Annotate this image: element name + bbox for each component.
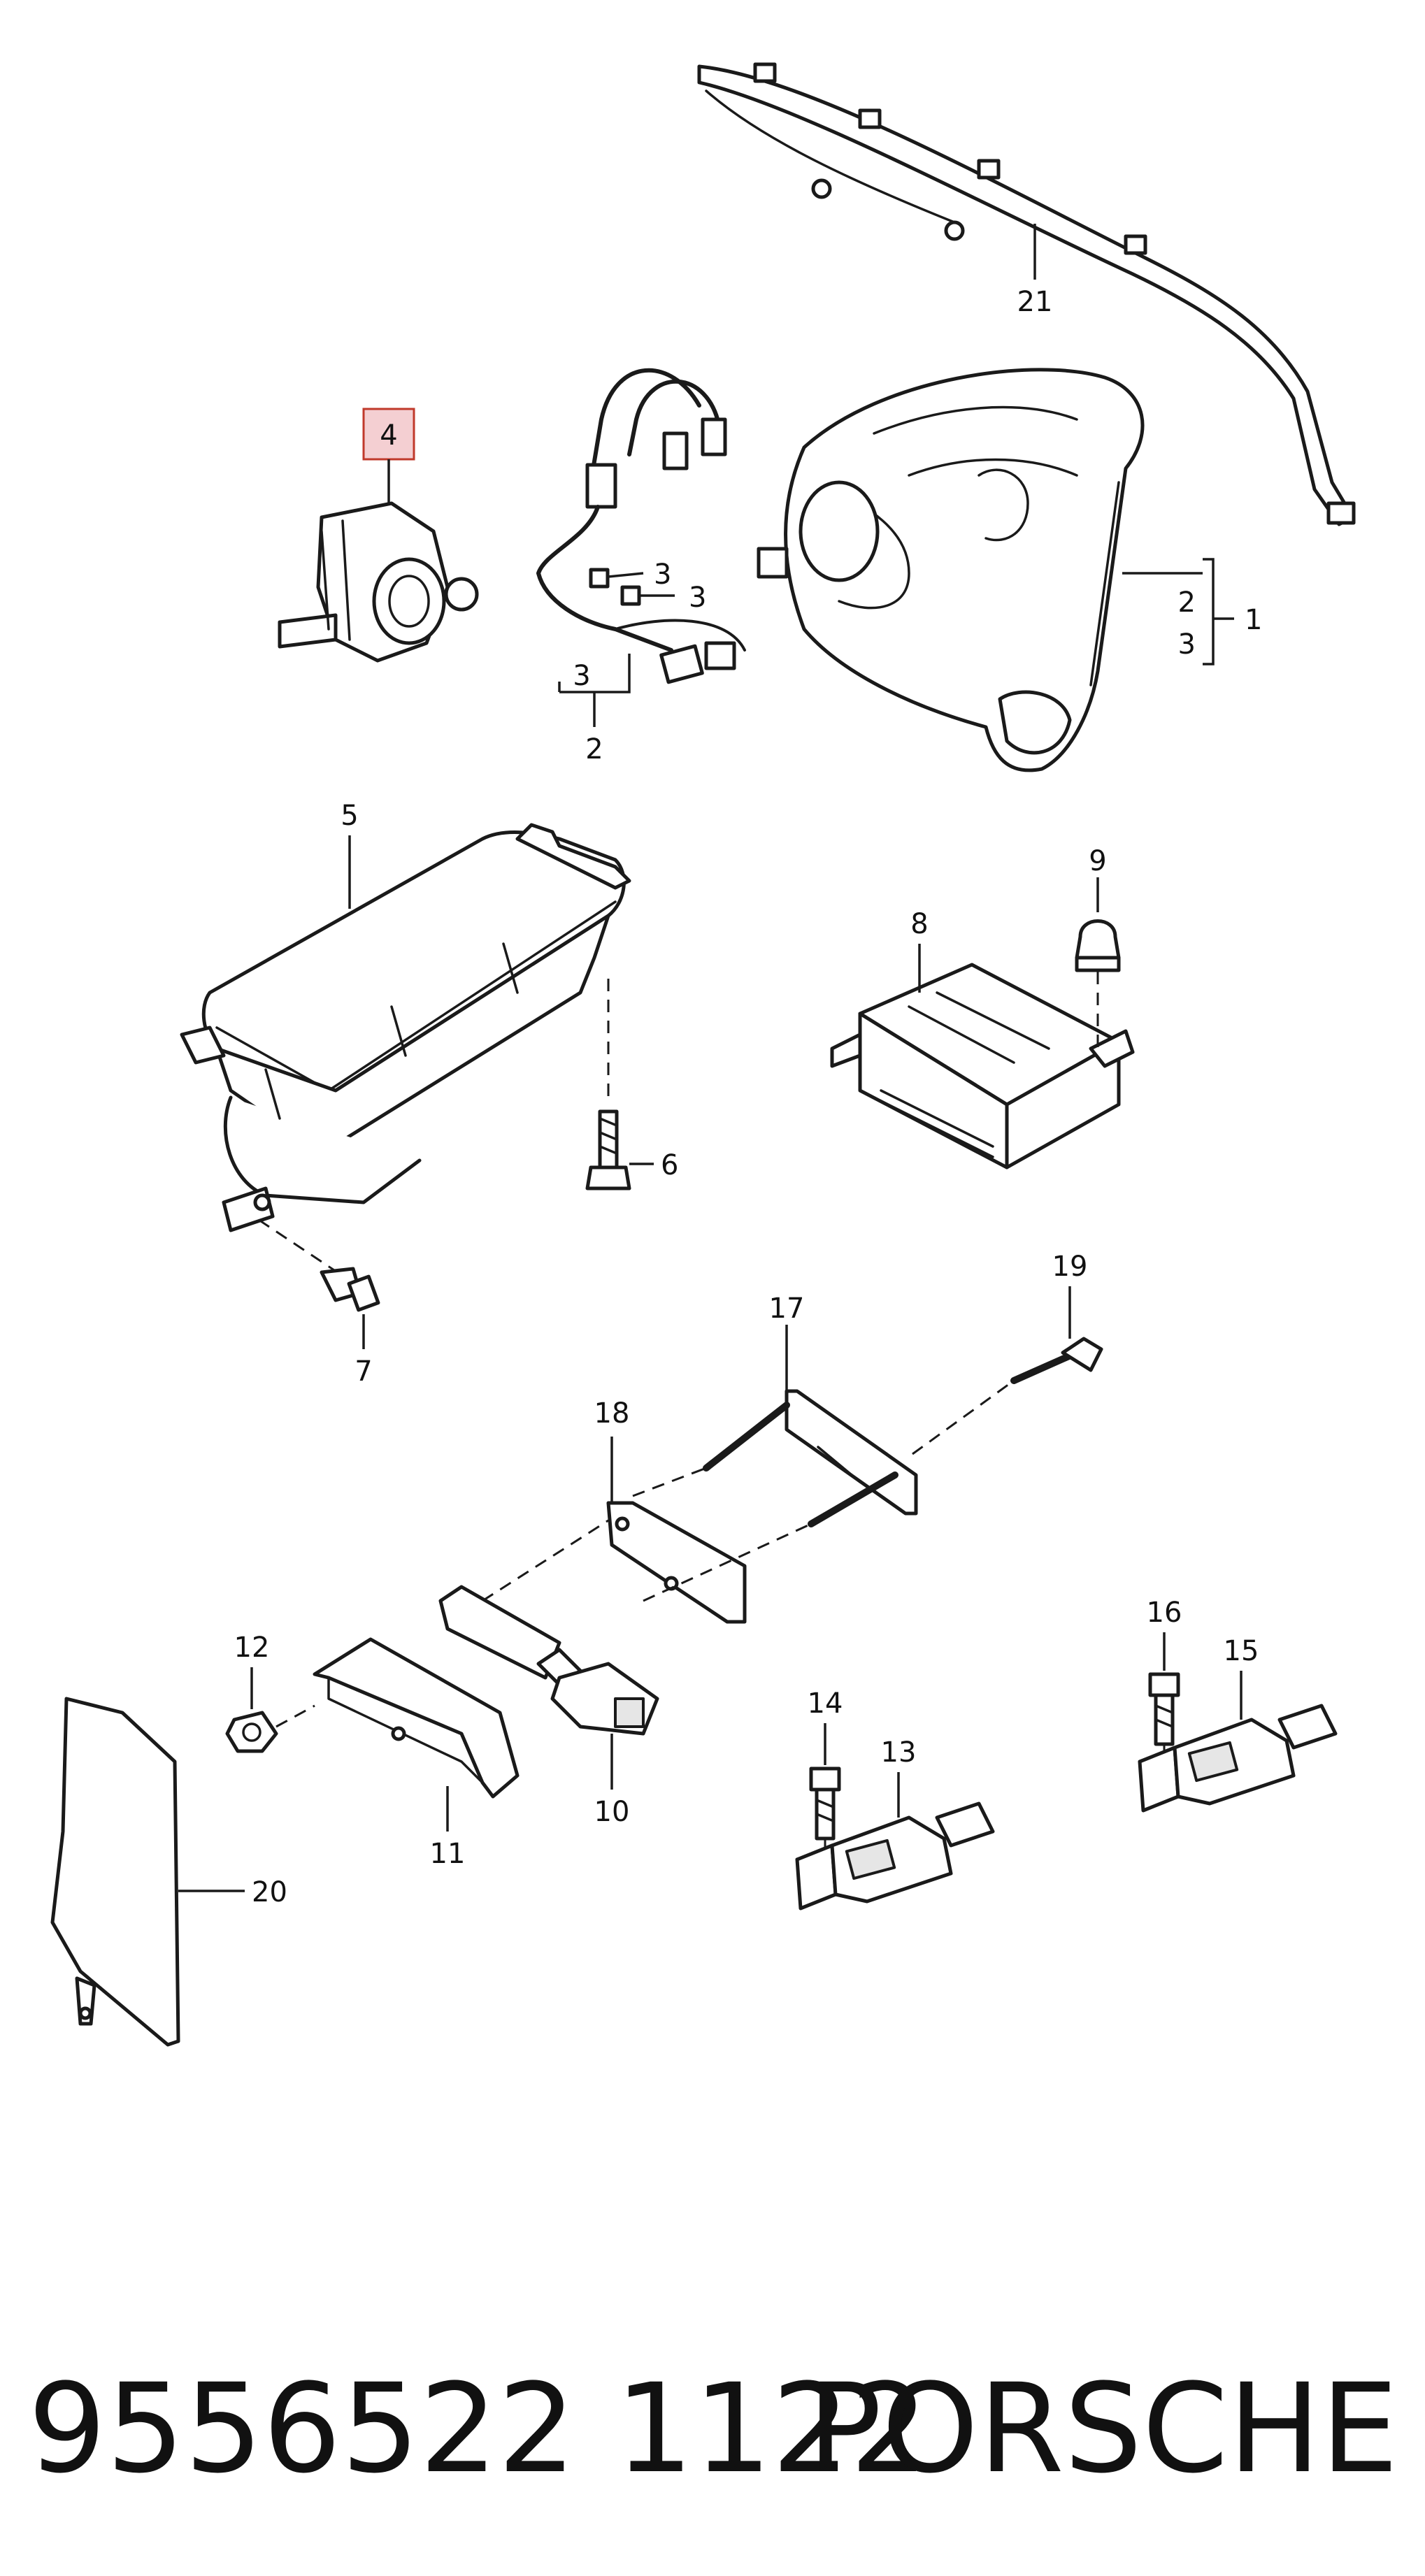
callout-2b: 2: [585, 733, 603, 765]
callout-9: 9: [1089, 845, 1106, 877]
airbag-wiring-harness: [536, 368, 746, 684]
screw-16: [1148, 1672, 1180, 1746]
callout-1: 1: [1245, 604, 1262, 636]
callout-16: 16: [1147, 1597, 1182, 1629]
callout-13: 13: [881, 1736, 917, 1769]
bolt-7: [320, 1267, 380, 1312]
airbag-control-unit: [830, 963, 1135, 1170]
callout-17: 17: [769, 1293, 805, 1325]
curtain-airbag-harness: [697, 62, 1356, 526]
callout-19: 19: [1052, 1251, 1088, 1283]
plate-18: [606, 1501, 747, 1624]
callout-3d: 3: [689, 582, 706, 614]
passenger-airbag-module: [180, 823, 631, 1232]
part-number: 9556522 1122: [28, 2357, 929, 2501]
bracket-11: [313, 1637, 520, 1799]
callout-20: 20: [252, 1876, 287, 1908]
callout-21: 21: [1017, 286, 1053, 318]
brand-name: PORSCHE: [808, 2357, 1398, 2501]
callout-5: 5: [341, 800, 358, 832]
steering-wheel-airbag: [757, 368, 1145, 772]
callout-11: 11: [430, 1838, 466, 1870]
callout-3b: 3: [573, 660, 590, 692]
crash-sensor-15: [1138, 1704, 1338, 1813]
callout-12: 12: [234, 1632, 270, 1664]
callout-15: 15: [1224, 1635, 1259, 1667]
cover-panel-20: [50, 1697, 180, 2047]
nut-9: [1075, 919, 1121, 972]
callout-10: 10: [594, 1796, 630, 1828]
callout-4: 4: [380, 419, 397, 452]
connector-10: [438, 1585, 659, 1736]
screw-14: [809, 1766, 841, 1841]
callout-3a: 3: [1178, 628, 1196, 661]
callout-6: 6: [661, 1149, 678, 1181]
callout-8: 8: [910, 908, 928, 940]
clock-spring: [278, 501, 479, 663]
crash-sensor-13: [795, 1801, 995, 1911]
callout-2a: 2: [1178, 587, 1196, 619]
nut-12: [225, 1711, 278, 1753]
callout-3c: 3: [654, 559, 671, 591]
pin-19: [1010, 1337, 1103, 1384]
bracket-17: [703, 1389, 918, 1527]
callout-18: 18: [594, 1397, 630, 1430]
bolt-6: [585, 1109, 631, 1190]
callout-7: 7: [355, 1355, 372, 1388]
callout-14: 14: [808, 1688, 843, 1720]
